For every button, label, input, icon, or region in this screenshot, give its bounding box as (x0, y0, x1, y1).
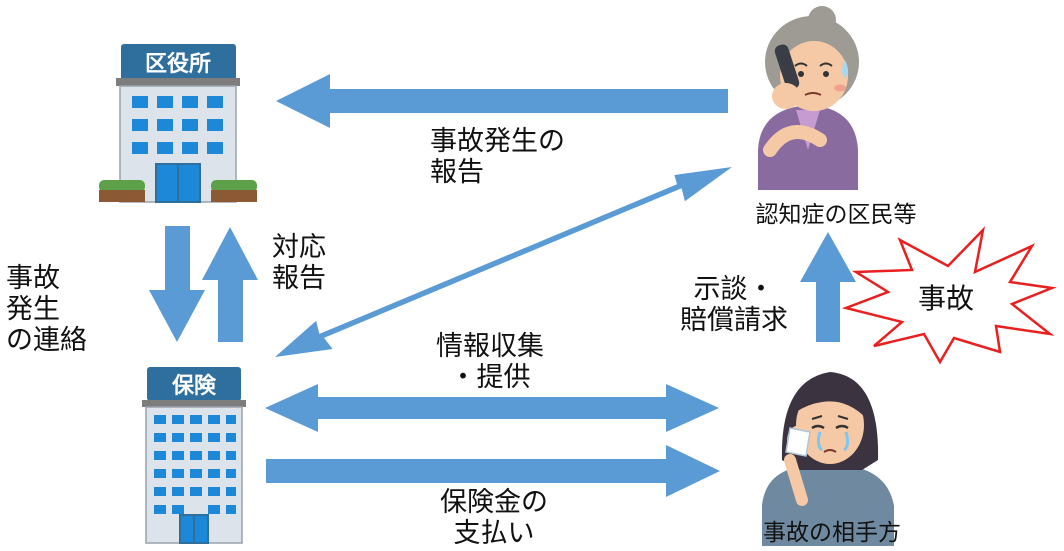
accident-burst-icon (841, 226, 1057, 365)
elderly-caption: 認知症の区民等 (756, 202, 917, 228)
insurance-sign: 保険 (171, 374, 217, 399)
city-office-building-icon (99, 44, 257, 203)
elderly-person-icon (758, 6, 859, 190)
label-response-report: 対応 報告 (272, 232, 326, 294)
arrow-insurance-to-victim (266, 445, 720, 497)
label-report-accident-to-office: 事故発生の 報告 (430, 126, 565, 188)
label-info-exchange: 情報収集 ・提供 (436, 331, 544, 393)
label-settlement-claim: 示談・ 賠償請求 (680, 274, 788, 336)
arrows (149, 74, 856, 497)
arrow-victim-to-elderly (800, 232, 856, 342)
label-accident-burst: 事故 (918, 282, 975, 315)
arrow-insurance-to-office (202, 227, 258, 342)
arrow-insurance-victim-double (265, 384, 719, 432)
victim-person-icon (762, 372, 894, 546)
label-accident-contact: 事故 発生 の連絡 (6, 263, 87, 356)
insurance-building-icon (142, 367, 246, 544)
victim-caption: 事故の相手方 (763, 520, 901, 546)
arrow-insurance-elderly-double (275, 167, 732, 357)
city-office-sign: 区役所 (145, 52, 211, 77)
label-insurance-payment: 保険金の 支払い (440, 487, 548, 549)
arrow-office-to-insurance (149, 226, 205, 342)
arrow-elderly-to-office (276, 74, 728, 128)
